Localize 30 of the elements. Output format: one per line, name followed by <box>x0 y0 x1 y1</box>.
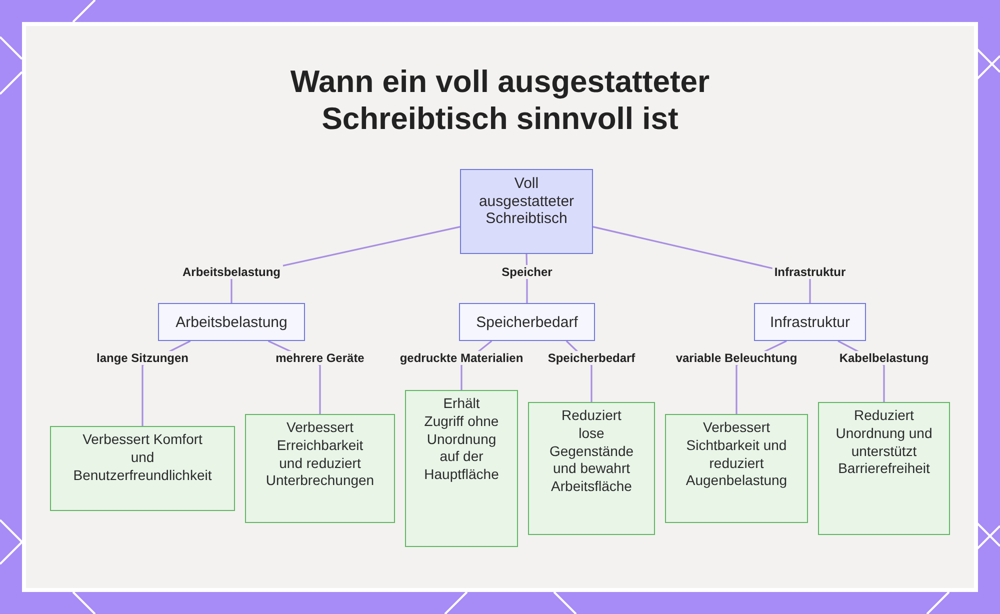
node-text: Verbessert Erreichbarkeit und reduziert Unterbrechungen <box>264 419 376 490</box>
node-text: Verbessert Sichtbarkeit und reduziert Augenbelastung <box>684 419 788 490</box>
outcome-box <box>528 402 655 535</box>
outcome-box <box>245 414 395 523</box>
node-text: Erhält Zugriff ohne Unordnung auf der Hauptfläche <box>423 395 500 484</box>
node-text: Reduziert Unordnung und unterstützt Barrierefreiheit <box>835 407 933 478</box>
node-text: Speicherbedarf <box>476 314 578 330</box>
edge-label: Arbeitsbelastung <box>180 265 282 279</box>
edge-label: Speicher <box>500 265 554 279</box>
edge-label: variable Beleuchtung <box>674 351 800 365</box>
outcome-box <box>665 414 808 523</box>
title: Wann ein voll ausgestatteter Schreibtisch sinnvoll ist <box>289 63 711 137</box>
edge-label: mehrere Geräte <box>274 351 366 365</box>
edge-label: Kabelbelastung <box>837 351 931 365</box>
outcome-box <box>405 390 518 547</box>
node-text: Voll ausgestatteter Schreibtisch <box>478 175 576 228</box>
node-text: Reduziert lose Gegenstände und bewahrt Arbeitsfläche <box>548 407 634 496</box>
edge-label: Infrastruktur <box>772 265 848 279</box>
edge-label: lange Sitzungen <box>94 351 190 365</box>
category-box <box>754 303 866 341</box>
node-text: Verbessert Komfort und Benutzerfreundlichkeit <box>72 431 213 484</box>
outcome-box <box>818 402 950 535</box>
edge-label: gedruckte Materialien <box>398 351 526 365</box>
outcome-box <box>50 426 235 511</box>
edge-label: Speicherbedarf <box>546 351 638 365</box>
category-box <box>459 303 595 341</box>
topic-box <box>460 169 593 254</box>
category-box <box>158 303 305 341</box>
node-text: Infrastruktur <box>770 314 850 330</box>
node-text: Arbeitsbelastung <box>176 314 288 330</box>
